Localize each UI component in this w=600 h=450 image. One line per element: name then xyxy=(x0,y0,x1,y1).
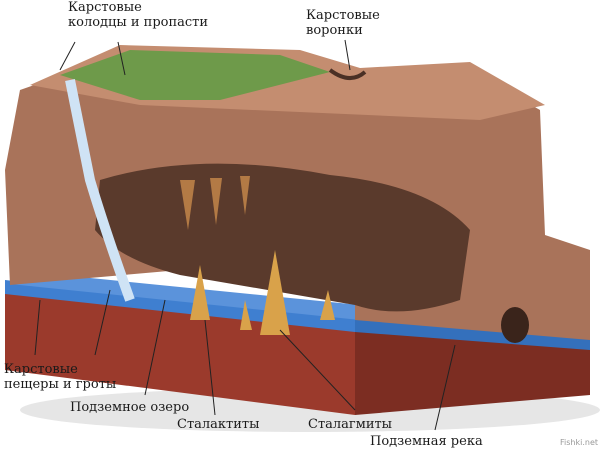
label-underground-lake: Подземное озеро xyxy=(70,400,190,415)
stalactite xyxy=(180,180,195,230)
waterfall xyxy=(65,79,135,302)
label-underground-river: Подземная река xyxy=(370,434,483,449)
label-stalagmites: Сталагмиты xyxy=(308,417,393,432)
label-karst-caves: Карстовые пещеры и гроты xyxy=(4,362,117,392)
underground-river xyxy=(355,318,590,350)
label-karst-shafts: Карстовые колодцы и пропасти xyxy=(68,0,209,30)
stalagmite xyxy=(190,265,210,320)
watermark: Fishki.net xyxy=(560,438,599,447)
grass-surface xyxy=(60,50,330,100)
label-stalactites: Сталактиты xyxy=(177,417,260,432)
label-karst-funnels: Карстовые воронки xyxy=(306,8,380,38)
